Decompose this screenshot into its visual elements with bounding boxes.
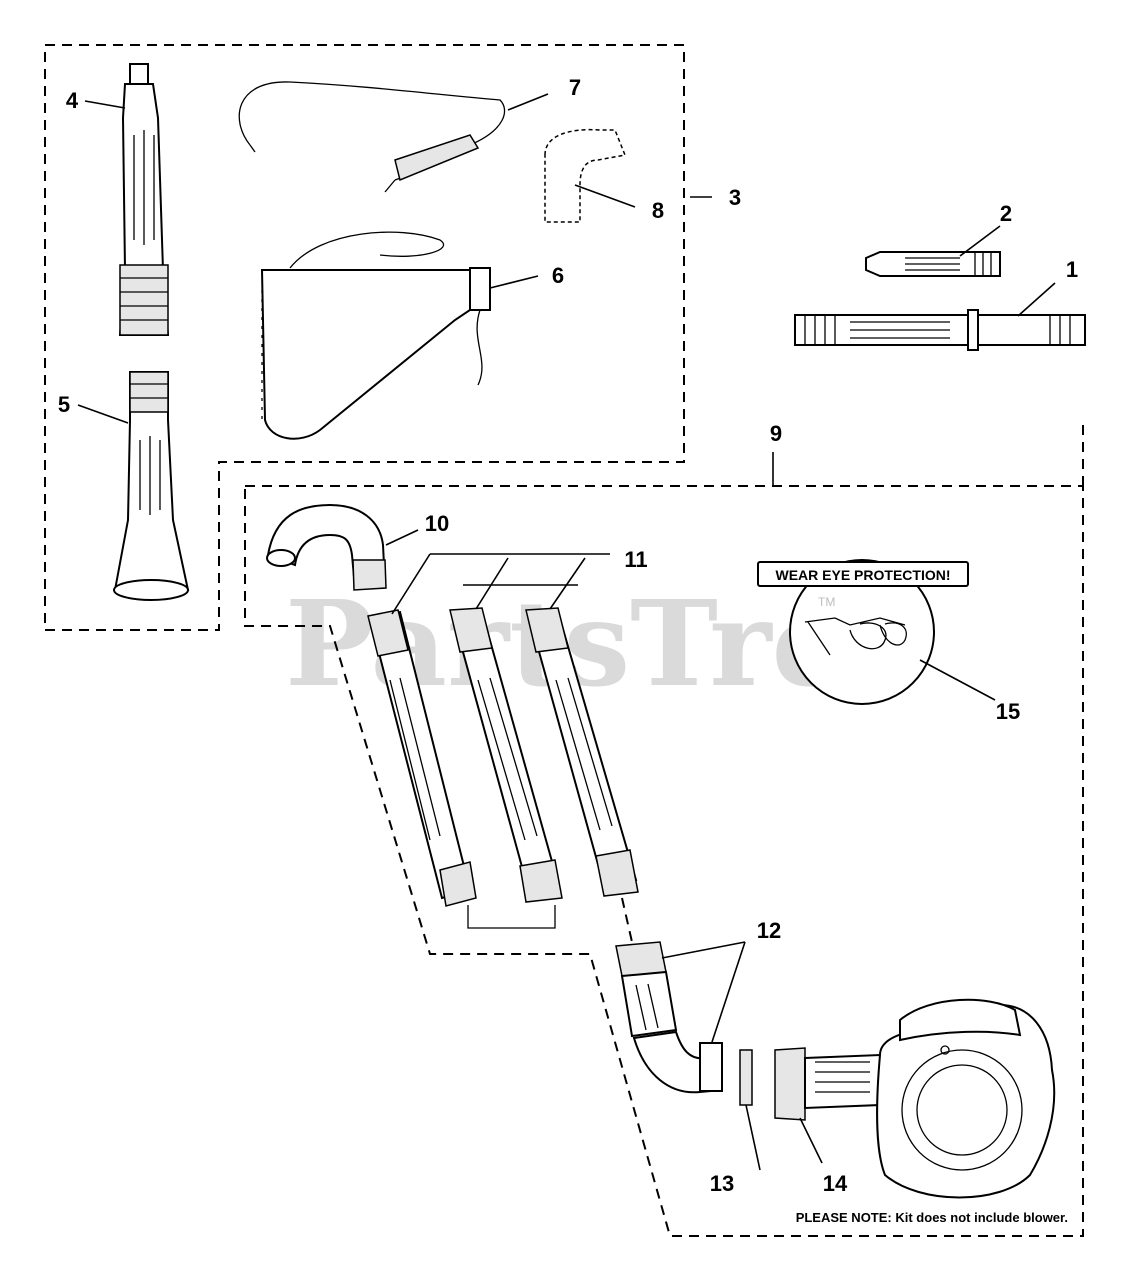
part-5-lower-tube	[113, 371, 190, 601]
callout-12: 12	[757, 918, 781, 943]
tube-link-bracket	[467, 905, 556, 929]
trademark-mark: TM	[818, 595, 835, 609]
part-11-extension-tube-3	[525, 607, 639, 897]
part-12-coupling	[615, 941, 678, 1038]
part-12-elbow	[632, 1030, 724, 1094]
part-2-short-tube	[865, 251, 1001, 277]
part-15-eye-protection-label: WEAR EYE PROTECTION! TM	[757, 559, 969, 705]
part-11-extension-tube-2	[449, 607, 563, 903]
group-3-boundary	[44, 44, 685, 631]
tube-connection-line	[621, 897, 633, 943]
part-6-collection-bag	[260, 231, 491, 440]
callout-3: 3	[729, 185, 741, 210]
part-1-long-tube	[794, 309, 1086, 351]
kit-note: PLEASE NOTE: Kit does not include blower…	[796, 1210, 1068, 1225]
part-4-upper-tube	[118, 63, 170, 336]
callout-10: 10	[425, 511, 449, 536]
part-14-blower	[774, 998, 1056, 1199]
part-11-extension-tube-1	[367, 609, 477, 907]
group-9-boundary	[244, 485, 1084, 1237]
callout-4: 4	[66, 88, 79, 113]
callout-6: 6	[552, 263, 564, 288]
callout-1: 1	[1066, 257, 1078, 282]
leader-lines	[77, 93, 1056, 1171]
part-10-curved-tube	[266, 503, 387, 591]
warning-label-text: WEAR EYE PROTECTION!	[775, 567, 950, 583]
callout-11: 11	[624, 547, 647, 572]
callout-5: 5	[58, 392, 70, 417]
part-13-ring	[739, 1049, 753, 1106]
callout-9: 9	[770, 421, 782, 446]
callout-14: 14	[823, 1171, 848, 1196]
callout-2: 2	[1000, 201, 1012, 226]
callout-15: 15	[996, 699, 1020, 724]
callout-7: 7	[569, 75, 581, 100]
part-8-elbow	[544, 128, 627, 223]
callout-13: 13	[710, 1171, 734, 1196]
part-7-strap	[238, 81, 506, 193]
callout-8: 8	[652, 198, 664, 223]
